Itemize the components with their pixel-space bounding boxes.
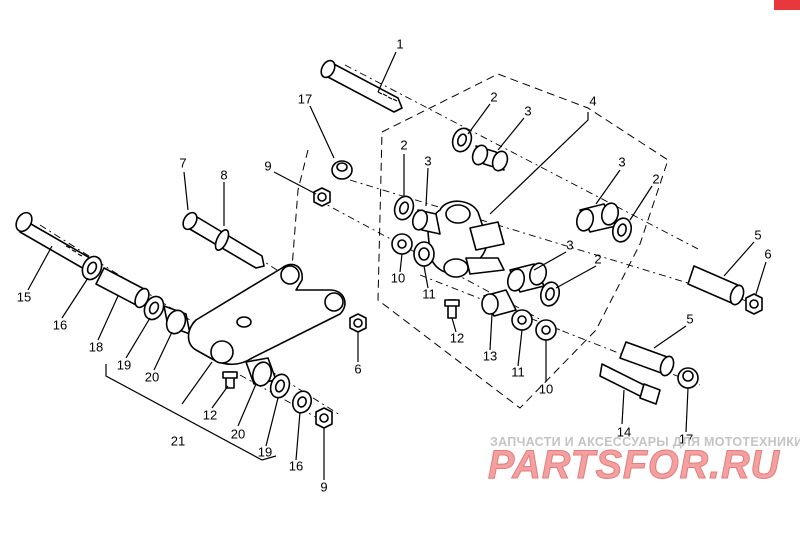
- callout-6: 6: [354, 361, 361, 376]
- nut-9-lower: [315, 407, 333, 429]
- watermark-logo: PARTSFOR.RU: [488, 443, 780, 487]
- callout-16: 16: [53, 317, 67, 332]
- bushing-3-right-upper: [575, 202, 620, 233]
- callout-18: 18: [89, 339, 103, 354]
- spacer-17-lower: [677, 367, 699, 389]
- sleeve-5-lower: [619, 341, 675, 377]
- callout-10: 10: [391, 270, 405, 285]
- grease-nipple-12-lower: [222, 371, 238, 389]
- callout-19: 19: [117, 357, 131, 372]
- bushing-13: [481, 289, 517, 317]
- callout-12: 12: [203, 407, 217, 422]
- group-17-boundary: [291, 149, 309, 269]
- callout-5: 5: [686, 311, 693, 326]
- bushing-11-left: [413, 241, 435, 267]
- washer-19-right: [269, 373, 291, 399]
- callout-16: 16: [289, 458, 303, 473]
- washer-8: [214, 229, 230, 251]
- callout-8: 8: [220, 167, 227, 182]
- bearing-20-left: [163, 305, 191, 335]
- grease-nipple-12-upper: [444, 299, 460, 319]
- watermark-tagline: ЗАПЧАСТИ И АКСЕССУАРЫ ДЛЯ МОТОТЕХНИКИ: [490, 435, 800, 449]
- callout-13: 13: [483, 348, 497, 363]
- callout-20: 20: [231, 426, 245, 441]
- callout-3: 3: [424, 153, 431, 168]
- callout-11: 11: [511, 364, 525, 379]
- callout-2: 2: [490, 89, 497, 104]
- callout-labels: 1 2 3 4 2 3 3 2 17 9 7 8 5 6 3 2 10 11 1…: [17, 36, 772, 494]
- bushing-3-top: [471, 144, 509, 172]
- callout-11: 11: [422, 286, 436, 301]
- callout-21: 21: [171, 433, 185, 448]
- washer-10-left: [391, 233, 413, 255]
- callout-9: 9: [320, 479, 327, 494]
- callout-4: 4: [589, 93, 596, 108]
- pivot-link-4: [427, 200, 505, 278]
- callout-12: 12: [450, 330, 464, 345]
- leader-lines: [27, 51, 767, 480]
- assembly-bracket-21: [105, 364, 277, 461]
- axis-upper-bolt: [344, 64, 701, 251]
- callout-9: 9: [264, 158, 271, 173]
- long-bolt-15: [15, 211, 91, 271]
- nut-6-mid: [349, 313, 367, 333]
- bearing-20-right: [245, 357, 277, 387]
- callout-3: 3: [618, 154, 625, 169]
- seal-11-lower: [511, 309, 533, 331]
- callout-5: 5: [754, 227, 761, 242]
- callout-7: 7: [179, 155, 186, 170]
- washer-2-top: [451, 127, 473, 153]
- washer-10-lower: [535, 319, 557, 341]
- callout-14: 14: [617, 424, 631, 439]
- callout-17: 17: [298, 91, 312, 106]
- callout-1: 1: [396, 36, 403, 51]
- washer-2-right-lower: [539, 281, 561, 307]
- washer-16-right: [291, 390, 313, 414]
- group-4-boundary: [377, 73, 669, 409]
- bushing-3-left: [411, 209, 441, 235]
- callout-2: 2: [652, 171, 659, 186]
- sleeve-5-upper: [687, 265, 745, 306]
- linkage-arm-21: [187, 263, 346, 366]
- callout-10: 10: [539, 381, 553, 396]
- washer-2-left: [393, 195, 415, 221]
- bolt-14: [599, 363, 661, 405]
- nut-9-top: [313, 187, 331, 207]
- callout-3: 3: [524, 103, 531, 118]
- corner-marker: [774, 0, 800, 10]
- callout-2: 2: [594, 251, 601, 266]
- washer-2-right-upper: [611, 217, 633, 243]
- bolt-1: [320, 59, 403, 113]
- callout-20: 20: [145, 369, 159, 384]
- callout-19: 19: [258, 444, 272, 459]
- spacer-17-top: [331, 160, 353, 180]
- callout-15: 15: [17, 289, 31, 304]
- callout-6: 6: [764, 246, 771, 261]
- callout-3: 3: [566, 237, 573, 252]
- nut-6-upper: [745, 293, 763, 315]
- callout-2: 2: [400, 137, 407, 152]
- callout-17: 17: [679, 431, 693, 446]
- sleeve-18: [95, 267, 150, 309]
